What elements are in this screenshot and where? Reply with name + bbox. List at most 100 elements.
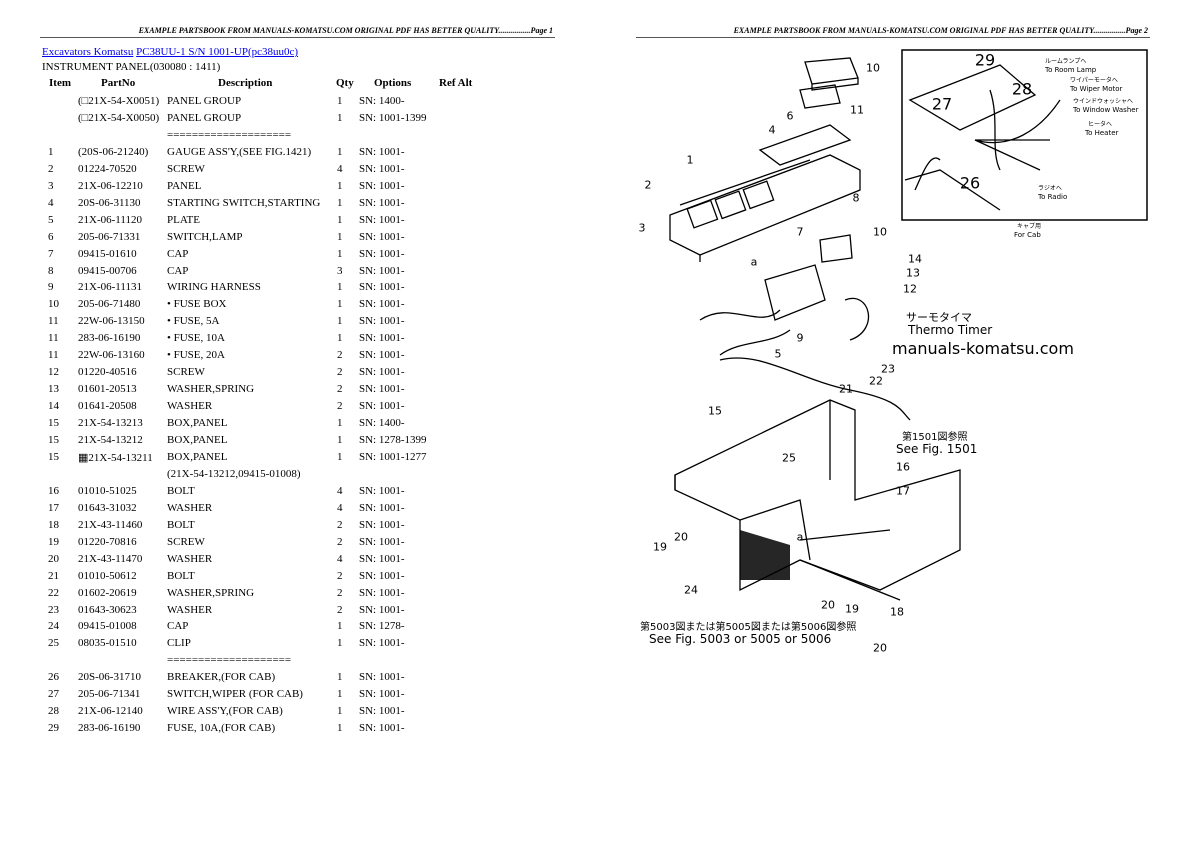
description-cell: BOX,PANEL [167,417,228,430]
watermark: manuals-komatsu.com [892,339,1074,358]
callout-number: 10 [873,225,887,239]
divider [40,37,555,38]
wiper-jp: ワイパーモータへ [1070,77,1118,84]
item-cell: 29 [48,722,59,735]
item-cell: 13 [48,383,59,396]
callout-number: 23 [881,362,895,376]
item-cell: 4 [48,196,54,209]
item-cell: 15 [48,434,59,446]
partno-cell: (20S-06-21240) [78,145,149,158]
qty-cell: 1 [337,281,343,294]
description-cell: CAP [167,247,189,260]
partno-cell: ▦21X-54-13211 [78,451,153,464]
divider [636,37,1150,38]
partno-cell: 21X-06-12140 [78,705,143,718]
item-cell: 3 [48,179,54,192]
description-cell: WASHER [167,400,213,413]
description-cell: ==================== [167,654,292,667]
options-cell: SN: 1001- [359,688,405,701]
partno-cell: 21X-43-11460 [78,518,143,531]
partno-cell: 01010-51025 [78,484,137,497]
description-cell: WIRE ASS'Y,(FOR CAB) [167,705,283,718]
qty-cell: 2 [337,518,343,531]
description-cell: ==================== [167,128,292,141]
options-cell: SN: 1001- [359,213,405,226]
options-cell: SN: 1001- [359,247,405,260]
qty-cell: 2 [337,603,343,616]
qty-cell: 2 [337,586,343,599]
col-item: Item [49,77,71,89]
description-cell: BOX,PANEL [167,450,228,463]
item-cell: 27 [48,688,59,701]
callout-number: 17 [896,484,910,498]
qty-cell: 3 [337,264,343,277]
item-cell: 1 [48,145,54,158]
callout: 26 [959,173,981,193]
qty-cell: 1 [337,230,343,243]
item-cell: 15 [48,450,59,463]
description-cell: PANEL GROUP [167,95,242,107]
qty-cell: 1 [337,298,343,311]
description-cell: PLATE [167,213,200,226]
col-qty: Qty [336,77,354,89]
description-cell: (21X-54-13212,09415-01008) [167,467,301,480]
description-cell: STARTING SWITCH,STARTING [167,196,321,209]
radio-label: To Radio [1038,193,1068,201]
options-cell: SN: 1001- [359,298,405,311]
callout-number: 12 [903,282,917,296]
callout-number: 19 [653,540,667,554]
options-cell: SN: 1001- [359,518,405,531]
qty-cell: 1 [337,417,343,430]
page1-header: EXAMPLE PARTSBOOK FROM MANUALS-KOMATSU.C… [138,26,553,35]
item-cell: 28 [48,705,59,718]
options-cell: SN: 1001- [359,705,405,718]
qty-cell: 1 [337,332,343,345]
page2-header: EXAMPLE PARTSBOOK FROM MANUALS-KOMATSU.C… [733,26,1148,35]
partno-cell: 09415-01610 [78,247,137,260]
qty-cell: 2 [337,366,343,379]
description-cell: PANEL GROUP [167,111,242,124]
description-cell: SCREW [167,366,205,379]
partno-cell: 08035-01510 [78,637,137,650]
callout-number: 10 [866,61,880,75]
partno-cell: 21X-06-11120 [78,213,142,226]
description-cell: SCREW [167,162,205,175]
qty-cell: 1 [337,179,343,192]
item-cell: 20 [48,552,59,565]
options-cell: SN: 1001-1277 [359,450,427,463]
callout: 27 [931,94,953,114]
options-cell: SN: 1001- [359,349,405,362]
partno-cell: 01602-20619 [78,586,137,599]
callout-number: 14 [908,252,922,266]
options-cell: SN: 1001- [359,569,405,582]
partno-cell: 01220-40516 [78,366,137,379]
qty-cell: 2 [337,535,343,548]
options-cell: SN: 1001- [359,722,405,735]
description-cell: WASHER,SPRING [167,586,255,599]
item-cell: 19 [48,535,59,548]
qty-cell: 1 [337,213,343,226]
options-cell: SN: 1001- [359,230,405,243]
callout: 28 [1011,79,1033,99]
description-cell: WASHER [167,603,213,616]
qty-cell: 1 [337,196,343,209]
item-cell: 17 [48,501,59,514]
model-link[interactable]: PC38UU-1 S/N 1001-UP(pc38uu0c) [136,46,299,58]
description-cell: SWITCH,WIPER (FOR CAB) [167,688,303,701]
qty-cell: 2 [337,400,343,413]
callout-number: 1 [686,153,694,167]
ref-5003-label: See Fig. 5003 or 5005 or 5006 [649,632,832,646]
category-link[interactable]: Excavators Komatsu [42,46,134,58]
item-cell: 10 [48,298,59,311]
callout-number: 22 [869,374,883,388]
item-cell: 6 [48,230,54,243]
callout-number: 25 [782,451,796,465]
options-cell: SN: 1001- [359,603,405,616]
qty-cell: 1 [337,620,343,633]
for-cab-jp: キャブ用 [1017,223,1042,230]
callout: 29 [974,50,996,70]
heater-jp: ヒータへ [1088,121,1113,128]
partno-cell: 20S-06-31710 [78,671,141,684]
qty-cell: 1 [337,315,343,328]
options-cell: SN: 1001- [359,535,405,548]
